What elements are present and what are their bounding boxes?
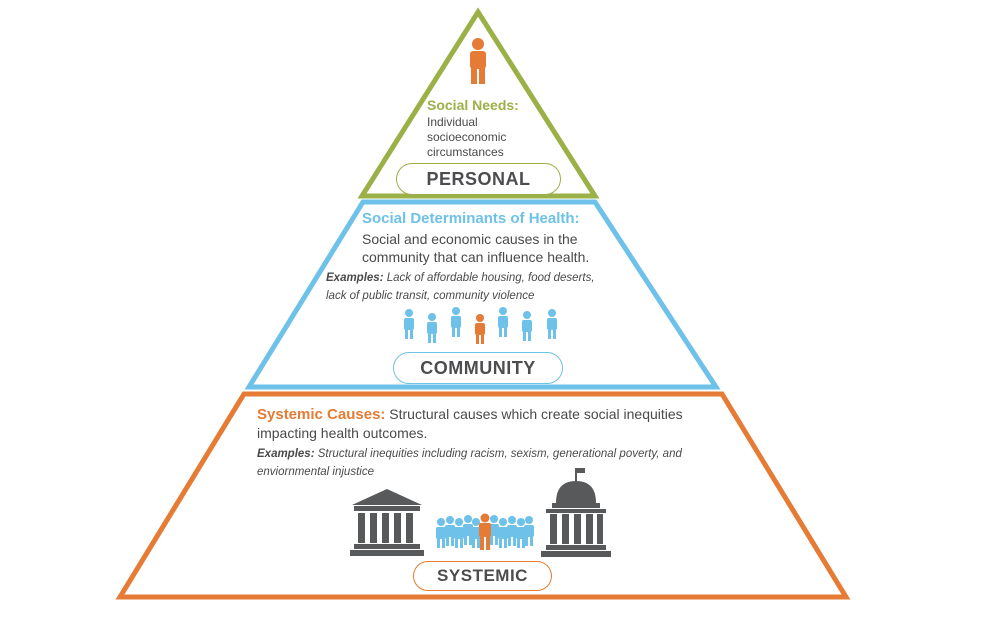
personal-description-line: socioeconomic bbox=[427, 130, 507, 144]
systemic-description-line: Systemic Causes: Structural causes which… bbox=[257, 405, 683, 424]
personal-label-badge: PERSONAL bbox=[396, 163, 561, 195]
people-group-icon bbox=[404, 307, 557, 344]
systemic-examples: Examples: Structural inequities includin… bbox=[257, 445, 682, 481]
systemic-description-line: impacting health outcomes. bbox=[257, 425, 428, 441]
community-tier-outline bbox=[244, 199, 721, 390]
systemic-label-badge: SYSTEMIC bbox=[413, 561, 552, 591]
community-examples: Examples: Lack of affordable housing, fo… bbox=[326, 269, 595, 305]
systemic-description-text: Structural causes which create social in… bbox=[389, 406, 683, 422]
systemic-tier-outline bbox=[115, 391, 851, 600]
personal-description-line: circumstances bbox=[427, 145, 504, 159]
systemic-examples-text: Structural inequities including racism, … bbox=[317, 448, 682, 460]
courthouse-icon bbox=[350, 489, 424, 556]
community-examples-text: Lack of affordable housing, food deserts… bbox=[386, 272, 595, 284]
systemic-examples-label: Examples: bbox=[257, 448, 315, 460]
personal-description: Individual socioeconomic circumstances bbox=[427, 115, 506, 160]
community-description-line: community that can influence health. bbox=[362, 249, 590, 265]
community-label-badge: COMMUNITY bbox=[393, 352, 563, 384]
capitol-building-icon bbox=[541, 468, 611, 557]
personal-title: Social Needs: bbox=[427, 97, 519, 113]
community-description-line: Social and economic causes in the bbox=[362, 231, 578, 247]
community-title: Social Determinants of Health: bbox=[362, 210, 580, 227]
systemic-examples-line: Examples: Structural inequities includin… bbox=[257, 445, 682, 463]
systemic-title: Systemic Causes: bbox=[257, 406, 386, 423]
community-examples-label: Examples: bbox=[326, 272, 384, 284]
systemic-examples-line: enviornmental injustice bbox=[257, 466, 374, 478]
personal-description-line: Individual bbox=[427, 115, 478, 129]
systemic-description: Systemic Causes: Structural causes which… bbox=[257, 405, 683, 442]
person-icon bbox=[470, 38, 486, 84]
community-examples-line: Examples: Lack of affordable housing, fo… bbox=[326, 269, 595, 287]
community-description: Social and economic causes in the commun… bbox=[362, 230, 589, 266]
crowd-icon bbox=[436, 513, 534, 550]
community-examples-line: lack of public transit, community violen… bbox=[326, 290, 535, 302]
personal-tier-outline bbox=[357, 7, 600, 199]
